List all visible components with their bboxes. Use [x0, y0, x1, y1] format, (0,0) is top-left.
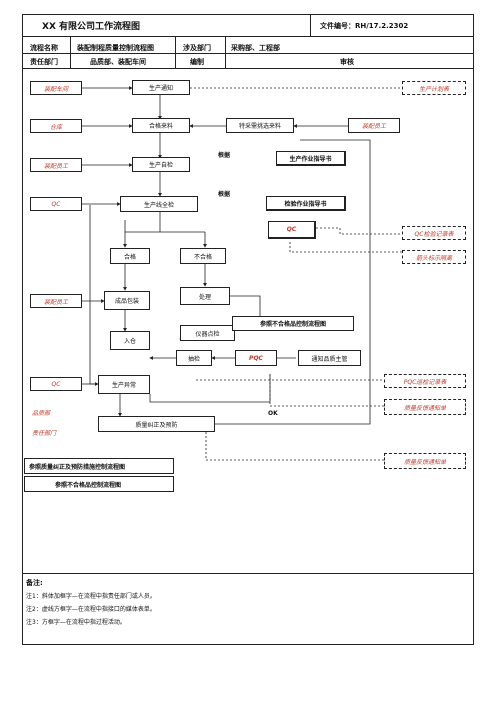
qc-box-right: QC: [268, 221, 316, 239]
qualified-material: 合格来料: [132, 118, 190, 133]
ref-corrective-flow: 参照质量纠正及预防措施控制流程图: [24, 458, 174, 474]
resp-label: 责任部门: [30, 58, 58, 66]
resp-warehouse: 仓库: [30, 119, 82, 133]
notes-title: 备注:: [26, 579, 43, 587]
work-instruction: 生产作业指导书: [276, 151, 346, 166]
pqc-box: PQC: [235, 350, 277, 366]
ok-mark: OK: [268, 410, 278, 417]
resp-qc-1: QC: [30, 197, 82, 211]
production-plan-form: 生产计划表: [402, 81, 466, 95]
storage: 入仓: [110, 331, 150, 350]
note-1: 注1：斜体加框字—在流程中指责任部门或人员。: [26, 593, 156, 600]
line-full-check: 生产线全检: [120, 196, 198, 212]
dept-value: 采购部、工程部: [231, 44, 280, 52]
doc-number: 文件编号：RH/17.2.2302: [320, 22, 409, 30]
pqc-patrol-record: PQC巡检记录表: [384, 374, 466, 388]
handle: 处理: [180, 287, 230, 305]
resp-value: 品质部、装配车间: [90, 58, 146, 66]
editor-label: 编制: [190, 58, 204, 66]
inspection-instruction: 检验作业指导书: [266, 196, 346, 211]
special-pick-material: 特采需挑选来料: [226, 118, 294, 133]
flow-name-label: 流程名称: [30, 44, 58, 52]
resp-qc-2: QC: [30, 377, 82, 391]
resp-assembly-workshop: 装配车间: [30, 81, 82, 95]
review-label: 审核: [340, 58, 354, 66]
qc-record-form: QC检验记录表: [402, 226, 466, 240]
dept-label: 涉及部门: [183, 44, 211, 52]
corrective-preventive: 质量纠正及预防: [98, 416, 215, 432]
basis-label-1: 根据: [218, 152, 231, 159]
resp-assembler-2: 装配员工: [30, 294, 82, 308]
resp-assembler-1: 装配员工: [30, 158, 82, 172]
qualified: 合格: [110, 248, 150, 264]
feedback-notice-1: 质量反馈通知单: [384, 399, 466, 415]
product-pack: 成品包装: [104, 291, 150, 310]
ref-nonconforming-flow-2: 参照不合格品控制流程图: [24, 476, 174, 492]
instrument-check: 仪器点检: [180, 325, 235, 341]
unqualified: 不合格: [180, 248, 226, 264]
document-frame: [22, 14, 474, 645]
sampling: 抽检: [176, 350, 212, 366]
flow-name-value: 装配制程质量控制流程图: [77, 44, 154, 52]
prod-notice: 生产通知: [132, 80, 190, 95]
basis-label-2: 根据: [218, 191, 231, 198]
resp-quality-dept: 品质部: [32, 410, 51, 417]
isolation-label: 箭头标示隔离: [402, 250, 466, 264]
production-abnormal: 生产异常: [98, 375, 150, 394]
doc-title: XX 有限公司工作流程图: [42, 22, 141, 32]
feedback-notice-2: 质量反馈通知单: [384, 453, 466, 469]
self-check: 生产自检: [132, 157, 190, 172]
note-3: 注3：方框字—在流程中指过程活动。: [26, 619, 126, 626]
note-2: 注2：虚线方框字—在流程中指接口的媒体表单。: [26, 606, 156, 613]
ref-nonconforming-flow: 参照不合格品控制流程图: [232, 316, 354, 331]
resp-responsible-dept: 责任部门: [32, 430, 57, 437]
right-assembler: 装配员工: [348, 118, 400, 133]
notify-quality-supervisor: 通知品质主管: [298, 350, 361, 366]
